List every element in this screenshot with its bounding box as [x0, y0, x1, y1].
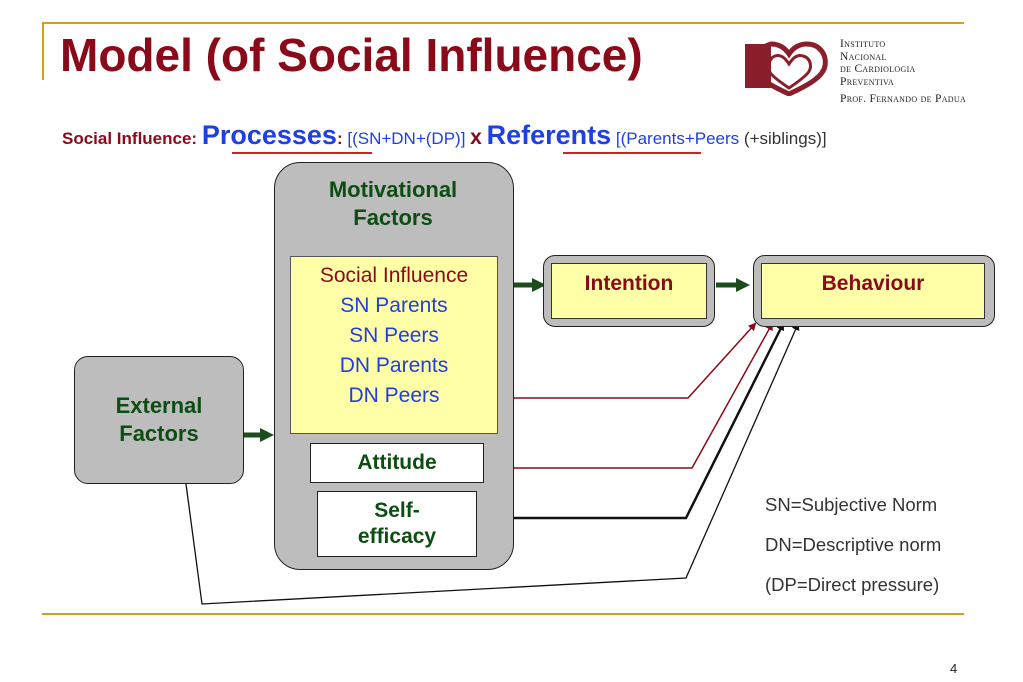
- times-symbol: x: [470, 126, 482, 149]
- social-influence-box: Social Influence SN Parents SN Peers DN …: [290, 256, 498, 434]
- processes-detail: [(SN+DN+(DP)]: [347, 129, 466, 148]
- behaviour-box: Behaviour: [761, 263, 985, 319]
- dn-peers-to-behaviour-line: [498, 322, 757, 399]
- external-factors-line: Factors: [119, 421, 199, 446]
- external-to-behaviour-line: [185, 322, 800, 605]
- top-rule: [42, 22, 964, 24]
- left-vertical-rule: [42, 22, 44, 80]
- sn-parents-item: SN Parents: [340, 294, 448, 317]
- dn-peers-item: DN Peers: [348, 384, 440, 407]
- social-influence-heading: Social Influence: [319, 264, 469, 287]
- green-arrows: [238, 278, 750, 442]
- self-efficacy-to-behaviour-line: [477, 322, 785, 520]
- sn-peers-item: SN Peers: [349, 324, 439, 347]
- self-efficacy-box: Self- efficacy: [317, 491, 477, 557]
- intention-box: Intention: [551, 263, 707, 319]
- logo-line: Preventiva: [840, 75, 895, 88]
- processes-underline: [232, 152, 372, 154]
- page-number: 4: [950, 661, 958, 676]
- external-factors-box: External Factors: [74, 356, 244, 484]
- dn-parents-item: DN Parents: [339, 354, 449, 377]
- self-efficacy-line: efficacy: [357, 525, 437, 548]
- bottom-rule: [42, 613, 964, 615]
- referents-underline: [563, 152, 701, 154]
- logo-line: de Cardiologia: [840, 63, 916, 75]
- attitude-box: Attitude: [310, 443, 484, 483]
- logo-line: Nacional: [840, 50, 887, 63]
- logo-subline: Prof. Fernando de Padua: [840, 93, 967, 105]
- legend-item: DN=Descriptive norm: [765, 534, 942, 555]
- referents-detail: [(Parents+Peers: [615, 129, 740, 148]
- referents-term: Referents: [486, 120, 612, 150]
- motivational-factors-label: Motivational Factors: [274, 176, 512, 232]
- processes-term: Processes: [201, 120, 337, 150]
- subtitle-colon: :: [336, 129, 343, 148]
- subtitle: Social Influence: Processes: [(SN+DN+(DP…: [62, 120, 827, 151]
- motivational-label-line: Motivational: [328, 177, 458, 202]
- abbreviation-legend: SN=Subjective Norm DN=Descriptive norm (…: [765, 485, 941, 605]
- siblings-detail: (+siblings)]: [743, 129, 827, 148]
- logo-line: Instituto: [840, 38, 886, 50]
- self-efficacy-line: Self-: [374, 499, 420, 522]
- legend-item: (DP=Direct pressure): [765, 574, 940, 595]
- page-title: Model (of Social Influence): [60, 29, 643, 81]
- attitude-to-behaviour-line: [484, 322, 773, 469]
- external-factors-line: External: [115, 393, 203, 418]
- legend-item: SN=Subjective Norm: [765, 494, 938, 515]
- cardiology-heart-logo-icon: [745, 41, 828, 96]
- motivational-label-line: Factors: [353, 205, 433, 230]
- subtitle-label: Social Influence:: [62, 129, 198, 148]
- logo-text: Instituto Nacional de Cardiologia Preven…: [840, 38, 966, 106]
